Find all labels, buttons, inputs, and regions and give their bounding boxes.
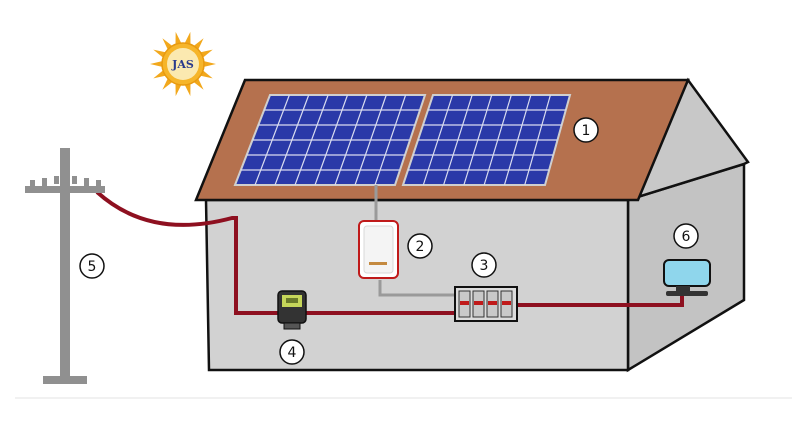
appliance-monitor — [663, 259, 711, 296]
breaker-panel — [454, 286, 518, 322]
label-3-text: 3 — [480, 258, 489, 274]
label-6: 6 — [673, 223, 699, 249]
label-2-text: 2 — [416, 239, 425, 255]
ac-cable-breaker-to-appliance — [516, 296, 684, 307]
inverter — [358, 220, 399, 279]
label-2: 2 — [407, 233, 433, 259]
label-4-text: 4 — [288, 345, 297, 361]
ac-cable-grid — [95, 190, 456, 315]
solar-panel-right — [401, 94, 572, 186]
utility-pole — [25, 148, 105, 384]
logo-text: JAS — [171, 58, 194, 71]
electric-meter — [277, 290, 307, 330]
dc-cable-inverter-to-breaker — [378, 280, 456, 297]
label-1: 1 — [573, 117, 599, 143]
label-3: 3 — [471, 252, 497, 278]
label-5-text: 5 — [88, 259, 97, 275]
house-front-wall — [204, 198, 630, 372]
label-4: 4 — [279, 339, 305, 365]
label-5: 5 — [79, 253, 105, 279]
label-1-text: 1 — [582, 123, 591, 139]
sun-logo: JAS — [150, 31, 216, 97]
solar-panel-left — [233, 94, 427, 186]
label-6-text: 6 — [682, 229, 691, 245]
